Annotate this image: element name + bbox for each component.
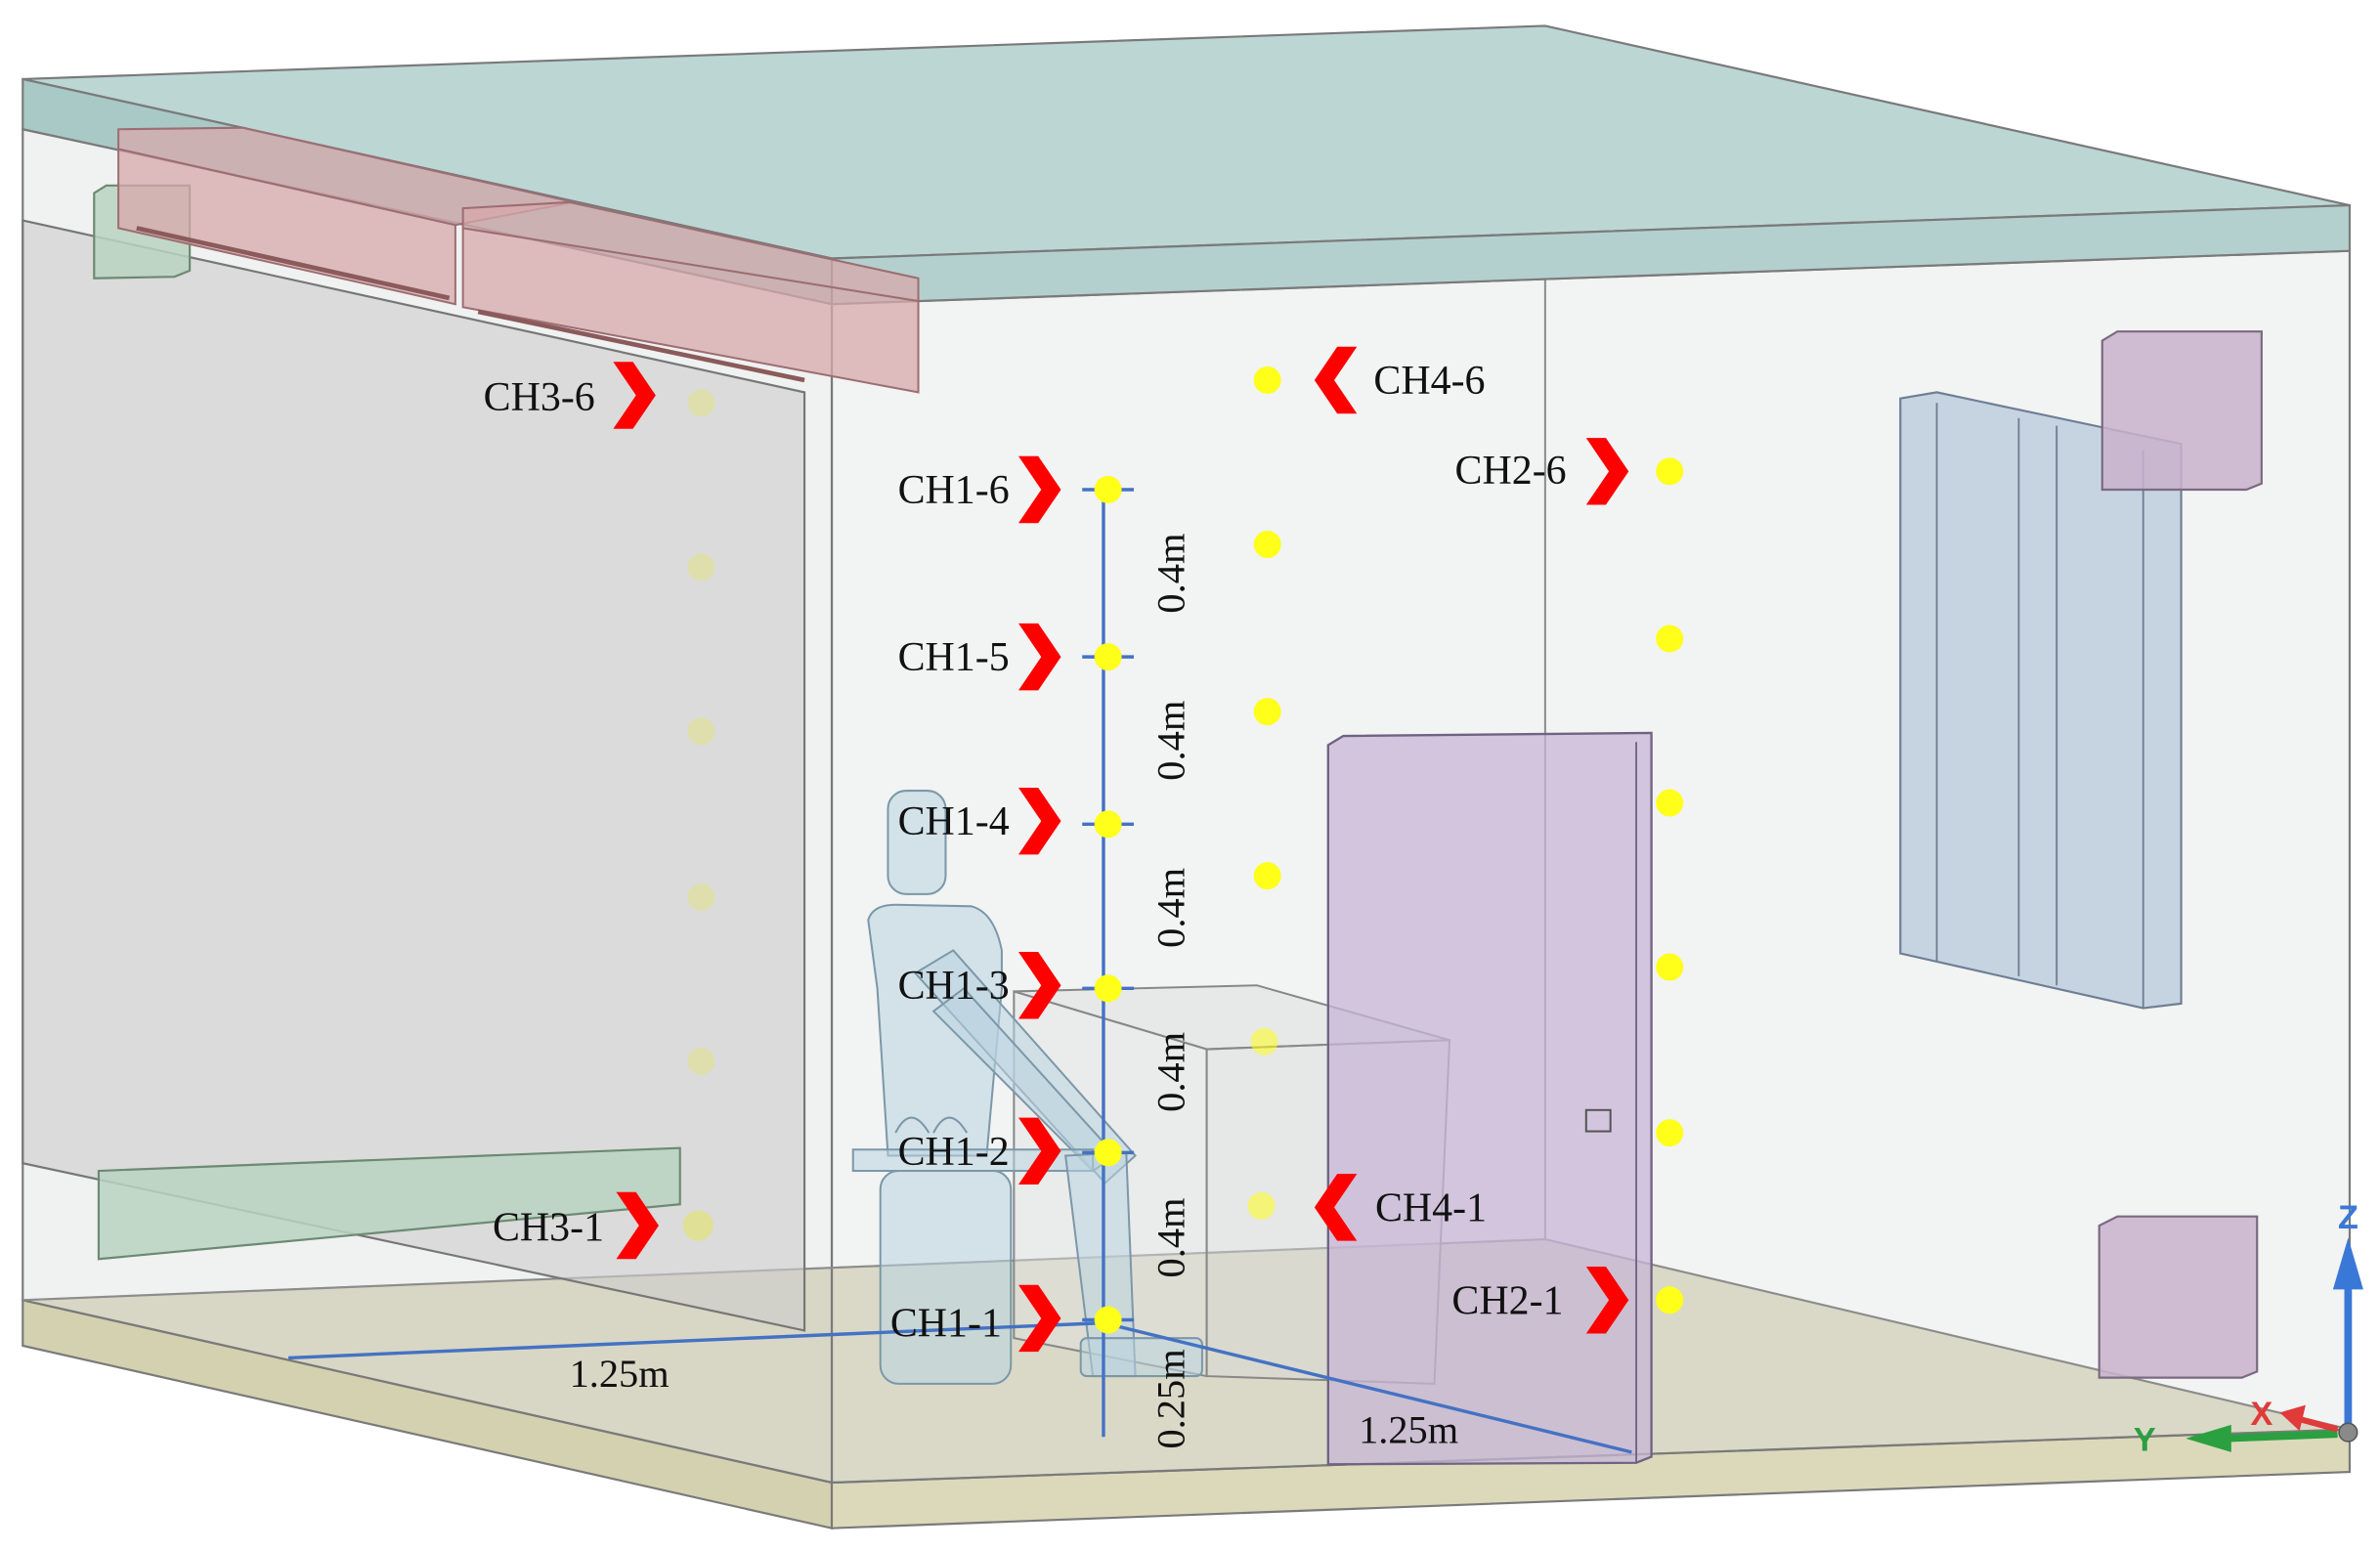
marker-arrows <box>613 346 1629 1353</box>
right-offset-line <box>1103 1320 1632 1454</box>
marker-arrow-ch1-3 <box>1018 951 1061 1019</box>
occupant-chair-base <box>879 1170 1013 1385</box>
right-offset-label: 1.25m <box>1359 1407 1458 1451</box>
marker-arrow-ch3-1 <box>616 1191 659 1260</box>
sensor-point-ch4-3 <box>1253 862 1281 890</box>
sensor-point-ch1-3 <box>1094 974 1122 1003</box>
sensor-point-ch2-2 <box>1656 1119 1684 1147</box>
spacing-label-3: 0.4m <box>1148 868 1192 948</box>
floor-heater-unit <box>97 1146 681 1261</box>
marker-arrow-ch1-5 <box>1018 623 1061 691</box>
label-ch1-5: CH1-5 <box>898 635 1010 680</box>
door <box>1326 731 1653 1466</box>
spacing-label-1: 0.4m <box>1148 1197 1192 1277</box>
label-ch1-3: CH1-3 <box>898 964 1010 1009</box>
dimension-labels: 0.4m 0.4m 0.4m 0.4m 0.4m 0.25m 1.25m 1.2… <box>570 534 1459 1452</box>
sensor-point-ch1-2 <box>1094 1139 1122 1167</box>
sensor-column-ch1 <box>1094 475 1122 1334</box>
label-ch1-4: CH1-4 <box>898 799 1010 844</box>
spacing-label-5: 0.4m <box>1148 534 1192 614</box>
marker-arrow-ch4-1 <box>1314 1174 1358 1241</box>
door-handle <box>1584 1108 1612 1133</box>
axis-origin <box>2338 1422 2358 1443</box>
window-panels <box>1899 391 2183 1010</box>
sensor-point-ch2-1 <box>1656 1286 1684 1314</box>
sensor-point-ch2-6 <box>1656 457 1684 486</box>
sensor-point-ch2-5 <box>1656 625 1684 653</box>
label-ch3-1: CH3-1 <box>493 1206 604 1251</box>
back-bottom-edge-right <box>1544 1238 2351 1431</box>
left-wall-panel <box>22 219 806 1332</box>
label-ch1-1: CH1-1 <box>890 1302 1002 1347</box>
label-ch1-6: CH1-6 <box>898 468 1010 513</box>
marker-arrow-ch1-6 <box>1018 455 1061 524</box>
occupant-mannequin <box>851 790 1203 1385</box>
occupant-hips <box>894 1116 969 1134</box>
x-axis-arrow-shaft <box>2297 1415 2339 1433</box>
label-ch2-1: CH2-1 <box>1451 1278 1563 1323</box>
axis-triad: Z Y X <box>2134 1199 2363 1458</box>
spacing-label-2: 0.4m <box>1148 1032 1192 1112</box>
label-ch2-6: CH2-6 <box>1455 449 1567 494</box>
x-axis-label: X <box>2250 1396 2272 1433</box>
left-offset-line <box>287 1320 1104 1360</box>
air-conditioner-units <box>117 126 920 394</box>
sensor-point-ch4-5 <box>1253 531 1281 559</box>
z-axis-label: Z <box>2338 1199 2358 1236</box>
ac-unit-2-top <box>461 200 920 303</box>
marker-arrow-ch2-6 <box>1585 438 1629 505</box>
occupant-feet <box>1079 1337 1203 1378</box>
y-axis-arrow-head <box>2185 1424 2231 1452</box>
marker-arrow-ch1-4 <box>1018 787 1061 855</box>
ac-outlet-slot <box>477 309 805 383</box>
sensor-point-ch2-3 <box>1656 953 1684 981</box>
spacing-label-4: 0.4m <box>1148 701 1192 781</box>
left-offset-label: 1.25m <box>570 1352 670 1396</box>
marker-arrow-ch1-1 <box>1018 1284 1061 1353</box>
occupant-head <box>887 790 947 895</box>
upper-wall-unit <box>2100 330 2263 492</box>
sensor-point-ch1-6 <box>1094 475 1122 503</box>
marker-arrow-ch1-2 <box>1018 1117 1061 1185</box>
label-ch3-6: CH3-6 <box>484 375 595 420</box>
marker-arrow-ch2-1 <box>1585 1267 1629 1334</box>
window-frame <box>1899 391 2183 1010</box>
sensor-point-ch4-2 <box>1250 1027 1278 1056</box>
sensor-column-ch4 <box>1247 366 1281 1220</box>
lower-wall-unit <box>2098 1215 2259 1379</box>
sensor-labels: CH3-6 CH3-1 CH1-6 CH1-5 CH1-4 CH1-3 CH1-… <box>484 359 1567 1347</box>
sensor-column-ch2 <box>1656 457 1684 1314</box>
label-ch1-2: CH1-2 <box>898 1130 1010 1175</box>
ac-outlet-slot <box>136 226 451 301</box>
sensor-point-ch1-5 <box>1094 643 1122 671</box>
ac-unit-2-front <box>461 227 920 394</box>
sensor-point-ch1-4 <box>1094 810 1122 839</box>
floor-offset-label: 0.25m <box>1148 1349 1192 1448</box>
ac-unit-1-front <box>117 148 456 306</box>
label-ch4-6: CH4-6 <box>1373 359 1485 404</box>
marker-arrow-ch3-6 <box>613 362 656 429</box>
sensor-point-ch4-6 <box>1253 366 1281 394</box>
y-axis-label: Y <box>2134 1421 2156 1458</box>
z-axis-arrow-head <box>2332 1237 2363 1290</box>
sensor-point-ch4-4 <box>1253 698 1281 726</box>
label-ch4-1: CH4-1 <box>1375 1185 1487 1230</box>
x-axis-arrow-head <box>2279 1404 2306 1432</box>
sensor-point-ch2-4 <box>1656 789 1684 817</box>
y-axis-arrow-shaft <box>2222 1430 2338 1443</box>
door-panel <box>1326 731 1653 1466</box>
sensor-point-ch1-1 <box>1094 1306 1122 1334</box>
sensor-point-ch4-1 <box>1247 1191 1276 1220</box>
marker-arrow-ch4-6 <box>1314 346 1358 414</box>
